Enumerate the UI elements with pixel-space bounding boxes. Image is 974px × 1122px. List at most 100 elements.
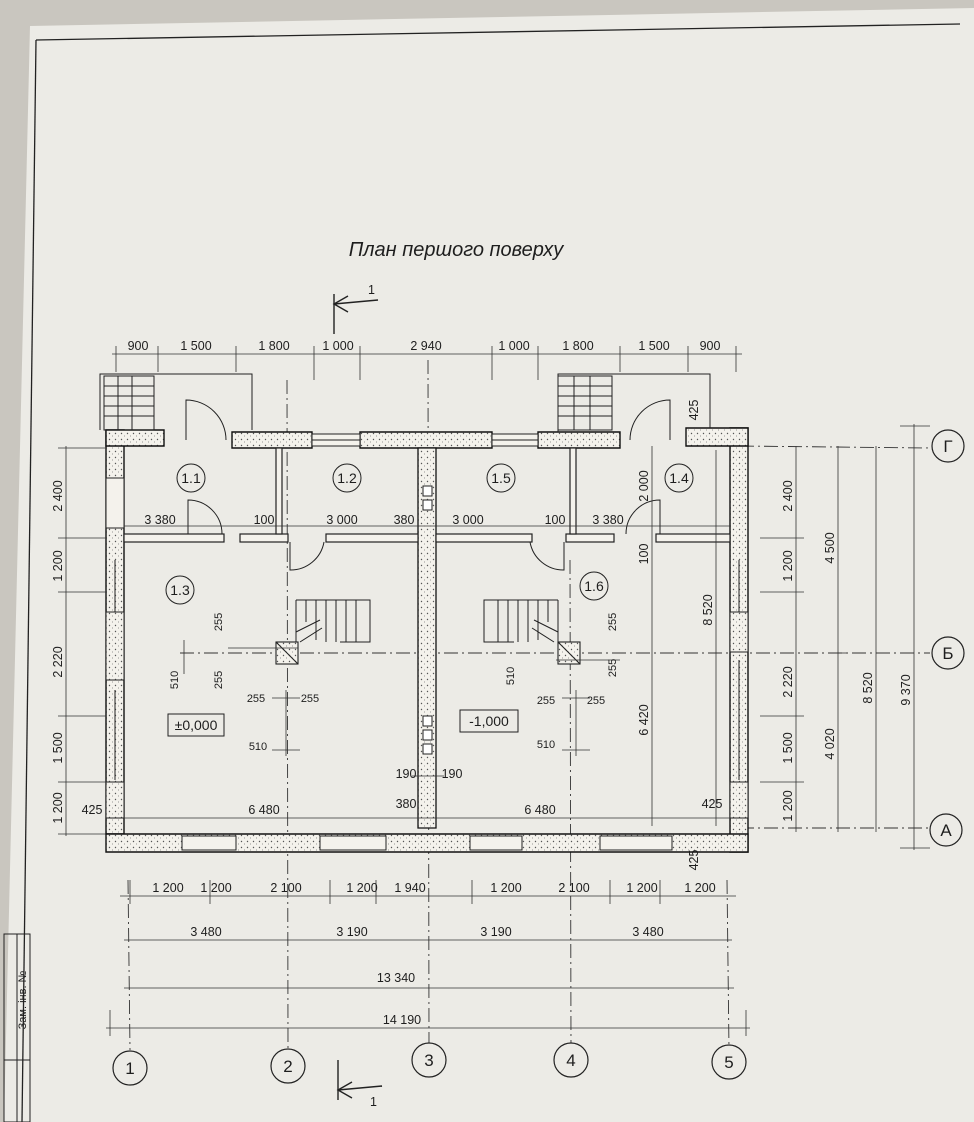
- left-dim-4: 1 200: [51, 792, 65, 823]
- bottom-dim-r2-3: 3 480: [632, 925, 663, 939]
- dim-8520-inner: 8 520: [701, 594, 715, 625]
- right-dim-a-4: 1 200: [781, 790, 795, 821]
- dim-2000: 2 000: [637, 470, 651, 501]
- right-dim-b-1: 4 020: [823, 728, 837, 759]
- right-dim-a-2: 2 220: [781, 666, 795, 697]
- left-dim-chain: [58, 446, 106, 836]
- bottom-dim-r1-4: 1 940: [394, 881, 425, 895]
- dim-425-inner-right: 425: [702, 797, 723, 811]
- dim-100-a: 100: [254, 513, 275, 527]
- dim-3000-right: 3 000: [452, 513, 483, 527]
- doors: [185, 399, 671, 571]
- interior-stairs-left: [295, 599, 371, 643]
- room-tag-1-1: 1.1: [181, 470, 201, 486]
- col-r-255-h1: 255: [537, 695, 555, 707]
- bottom-dim-r2-2: 3 190: [480, 925, 511, 939]
- right-dim-b-0: 4 500: [823, 532, 837, 563]
- section-mark-top-label: 1: [368, 283, 375, 297]
- drawing-frame: [35, 23, 961, 41]
- stamp-box: [3, 933, 31, 1122]
- axis-letter-circles: [929, 429, 965, 847]
- section-mark-bottom: [336, 1060, 383, 1100]
- axis-number-circles: [112, 1042, 747, 1086]
- left-dim-0: 2 400: [51, 480, 65, 511]
- bottom-dim-r1-1: 1 200: [200, 881, 231, 895]
- level-right: -1,000: [469, 713, 509, 729]
- level-box-left: [167, 713, 225, 737]
- bottom-dim-total-outer: 14 190: [383, 1013, 421, 1027]
- dim-380: 380: [394, 513, 415, 527]
- top-dim-8: 900: [700, 339, 721, 353]
- top-dim-7: 1 500: [638, 339, 669, 353]
- bottom-dim-r2-1: 3 190: [336, 925, 367, 939]
- axis-letter-B: Б: [942, 644, 953, 663]
- col-r-510-v: 510: [505, 667, 517, 685]
- interior-stairs-right: [483, 599, 559, 643]
- col-r-510-h: 510: [537, 739, 555, 751]
- room-tag-circles: [165, 463, 694, 605]
- top-dim-1: 1 500: [180, 339, 211, 353]
- room-tag-1-4: 1.4: [669, 470, 689, 486]
- col-l-510-h: 510: [249, 741, 267, 753]
- section-mark-bottom-label: 1: [370, 1095, 377, 1109]
- axis-number-4: 4: [566, 1051, 575, 1070]
- bottom-dim-r1-6: 2 100: [558, 881, 589, 895]
- bottom-dim-total-inner: 13 340: [377, 971, 415, 985]
- bottom-dim-r2-0: 3 480: [190, 925, 221, 939]
- vent-ducts: [422, 485, 433, 755]
- level-box-right: [459, 709, 519, 733]
- axis-number-1: 1: [125, 1059, 134, 1078]
- stamp-label: Зам. інв. №: [17, 970, 29, 1029]
- right-dim-a-1: 1 200: [781, 550, 795, 581]
- right-dim-425-bottom: 425: [687, 850, 701, 871]
- left-dim-2: 2 220: [51, 646, 65, 677]
- room-tag-1-5: 1.5: [491, 470, 511, 486]
- bottom-dim-r1-5: 1 200: [490, 881, 521, 895]
- top-dim-6: 1 800: [562, 339, 593, 353]
- top-dim-4: 2 940: [410, 339, 441, 353]
- room-tag-1-2: 1.2: [337, 470, 357, 486]
- side-windows: [105, 477, 749, 819]
- top-dim-2: 1 800: [258, 339, 289, 353]
- right-dim-chains: [760, 424, 930, 850]
- top-dim-chain: [112, 346, 742, 380]
- col-l-255-h2: 255: [301, 693, 319, 705]
- col-l-255-v1: 255: [213, 613, 225, 631]
- col-r-255-v1: 255: [607, 613, 619, 631]
- col-l-510-v: 510: [169, 671, 181, 689]
- dim-6420: 6 420: [637, 704, 651, 735]
- entrance-stairs: [99, 373, 711, 432]
- right-dim-d: 9 370: [899, 674, 913, 705]
- dim-190-left: 190: [396, 767, 417, 781]
- drawing-frame-left: [21, 39, 37, 1122]
- dim-425-inner-left: 425: [82, 803, 103, 817]
- left-dim-3: 1 500: [51, 732, 65, 763]
- bottom-windows: [181, 835, 673, 851]
- bottom-dim-r1-8: 1 200: [684, 881, 715, 895]
- col-l-255-v2: 255: [213, 671, 225, 689]
- top-dim-3: 1 000: [322, 339, 353, 353]
- top-dim-5: 1 000: [498, 339, 529, 353]
- section-mark-top: [332, 294, 379, 334]
- dim-380-bottom: 380: [396, 797, 417, 811]
- left-dim-1: 1 200: [51, 550, 65, 581]
- bottom-dim-r1-7: 1 200: [626, 881, 657, 895]
- top-dim-425: 425: [687, 400, 701, 421]
- right-dim-c: 8 520: [861, 672, 875, 703]
- dim-3380-right: 3 380: [592, 513, 623, 527]
- col-l-255-h1: 255: [247, 693, 265, 705]
- bottom-dim-chains: [106, 880, 750, 1036]
- plan-title: План першого поверху: [349, 239, 564, 261]
- top-dim-0: 900: [128, 339, 149, 353]
- dim-6480-left: 6 480: [248, 803, 279, 817]
- dim-190-right: 190: [442, 767, 463, 781]
- col-r-255-v2: 255: [607, 659, 619, 677]
- axis-letter-A: А: [940, 821, 952, 840]
- dim-100-b: 100: [545, 513, 566, 527]
- right-dim-a-0: 2 400: [781, 480, 795, 511]
- paper: [4, 8, 974, 1122]
- right-dim-a-3: 1 500: [781, 732, 795, 763]
- axis-letter-G: Г: [943, 437, 952, 456]
- axis-number-3: 3: [424, 1051, 433, 1070]
